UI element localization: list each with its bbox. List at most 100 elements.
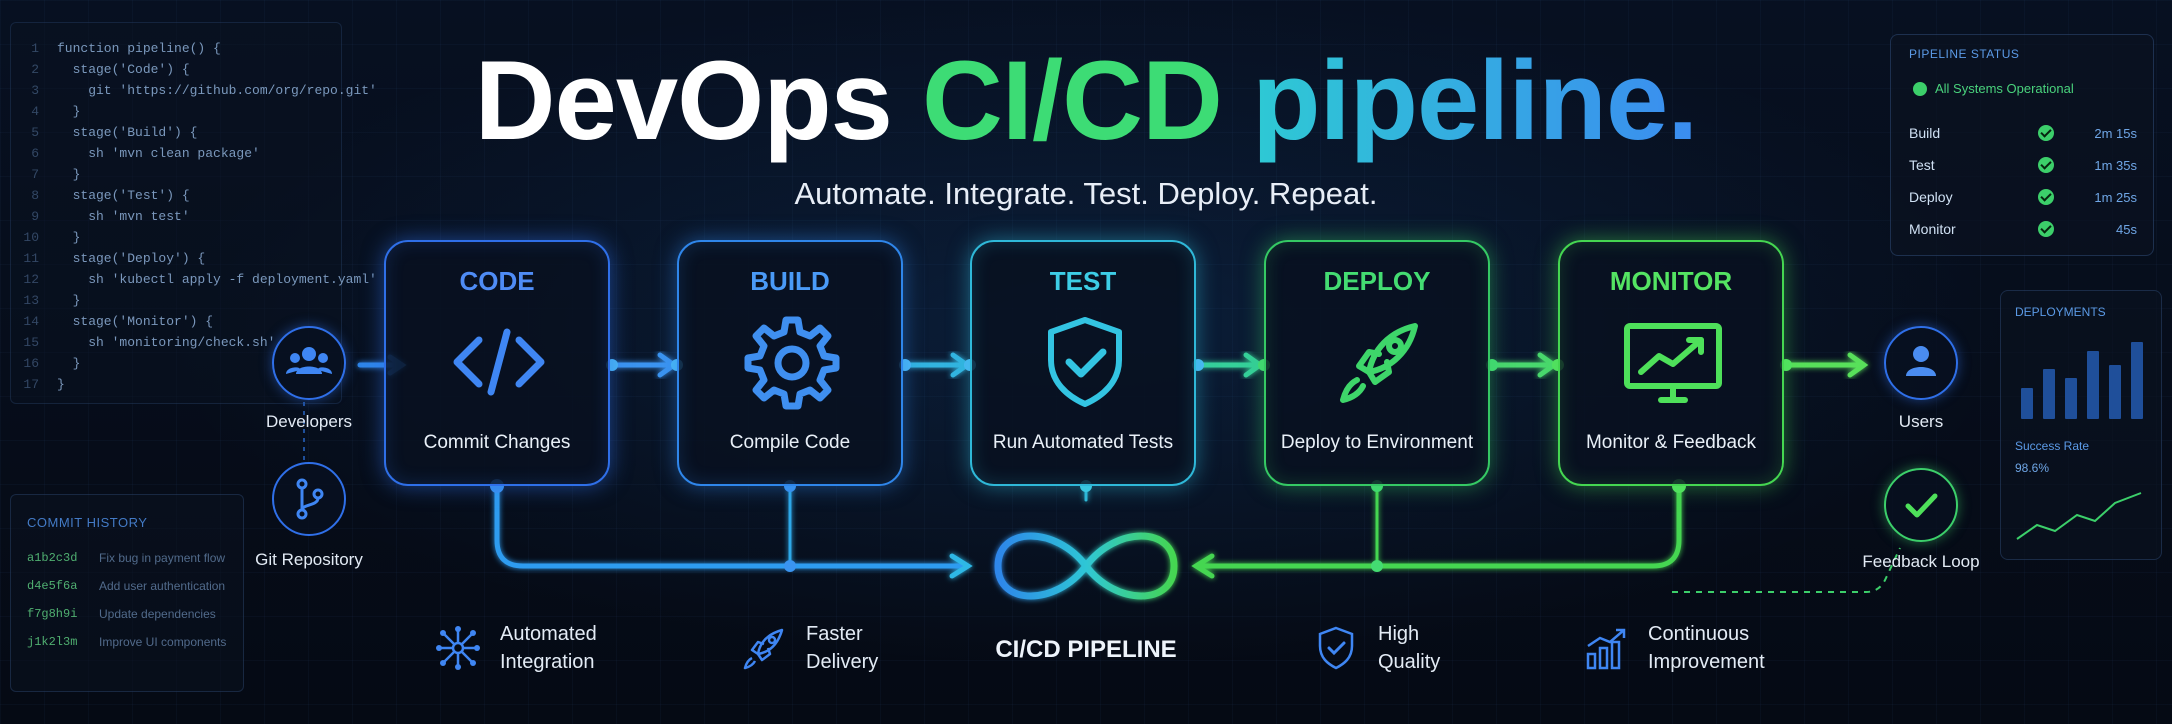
status-row: Monitor 45s [1909, 217, 2137, 241]
network-icon [436, 626, 480, 670]
feedback-loop-node[interactable] [1884, 468, 1958, 542]
title-pipeline: pipeline. [1252, 38, 1698, 163]
stage-deploy-label: DEPLOY [1323, 266, 1431, 296]
code-line: 4 } [11, 104, 80, 124]
title-cicd: CI/CD [922, 38, 1223, 163]
code-text: function pipeline() { [57, 41, 221, 56]
stage-build[interactable]: BUILD Compile Code [677, 240, 903, 486]
commit-hash: a1b2c3d [27, 551, 78, 565]
code-line: 17} [11, 377, 65, 397]
status-duration: 45s [2116, 221, 2137, 237]
commit-row: a1b2c3d Fix bug in payment flow [27, 551, 225, 571]
code-line: 3 git 'https://github.com/org/repo.git' [11, 83, 377, 103]
code-text: stage('Code') { [57, 62, 190, 77]
code-text: stage('Monitor') { [57, 314, 214, 329]
success-rate-label: Success Rate [2015, 439, 2090, 453]
code-text: sh 'kubectl apply -f deployment.yaml' [57, 272, 377, 287]
code-text: git 'https://github.com/org/repo.git' [57, 83, 377, 98]
code-text: stage('Test') { [57, 188, 190, 203]
developers-label: Developers [266, 412, 352, 431]
infinity-loop-icon [994, 532, 1178, 600]
code-text: sh 'monitoring/check.sh' [57, 335, 276, 350]
stage-monitor[interactable]: MONITOR Monitor & Feedback [1558, 240, 1784, 486]
benefit-line2: Integration [500, 651, 595, 673]
success-rate-value: 98.6% [2015, 461, 2050, 475]
line-number: 17 [23, 377, 39, 392]
pipeline-status-title: PIPELINE STATUS [1909, 47, 2020, 61]
deployment-bar [2131, 342, 2143, 419]
code-text: } [57, 356, 81, 371]
stage-deploy[interactable]: DEPLOY Deploy to Environment [1264, 240, 1490, 486]
stage-build-label: BUILD [750, 266, 830, 296]
success-rate-sparkline [2016, 492, 2142, 540]
code-text: sh 'mvn test' [57, 209, 190, 224]
status-duration: 2m 15s [2094, 125, 2137, 141]
stage-deploy-desc: Deploy to Environment [1280, 432, 1474, 453]
benefit-text: Faster Delivery [806, 620, 936, 676]
code-line: 12 sh 'kubectl apply -f deployment.yaml' [11, 272, 377, 292]
benefit-line1: Faster [806, 623, 863, 645]
users-node[interactable] [1884, 326, 1958, 400]
stage-monitor-label: MONITOR [1609, 266, 1733, 296]
code-text: } [57, 377, 65, 392]
commit-row: f7g8h9i Update dependencies [27, 607, 216, 627]
line-number: 4 [31, 104, 39, 119]
code-line: 9 sh 'mvn test' [11, 209, 190, 229]
line-number: 11 [23, 251, 39, 266]
benefit-line1: Automated [500, 623, 597, 645]
status-row: Deploy 1m 25s [1909, 185, 2137, 209]
stage-monitor-desc: Monitor & Feedback [1585, 432, 1757, 453]
benefit-text: High Quality [1378, 620, 1508, 676]
code-text: sh 'mvn clean package' [57, 146, 260, 161]
line-number: 6 [31, 146, 39, 161]
check-circle-icon [1913, 81, 1927, 96]
check-icon [1905, 493, 1938, 518]
status-row: Build 2m 15s [1909, 121, 2137, 145]
status-duration: 1m 35s [2094, 157, 2137, 173]
benefit-continuous-improvement: Continuous Improvement [1582, 620, 1778, 676]
code-line: 14 stage('Monitor') { [11, 314, 213, 334]
shield-check-icon [1318, 626, 1354, 670]
deployment-bar [2109, 365, 2121, 419]
developers-node[interactable] [272, 326, 346, 400]
benefit-line2: Quality [1378, 651, 1441, 673]
deployment-bar [2043, 369, 2055, 419]
line-number: 1 [31, 41, 39, 56]
benefit-text: Automated Integration [500, 620, 630, 676]
users-group-icon [286, 347, 332, 374]
deployment-bar [2021, 388, 2033, 419]
title-devops: DevOps [474, 38, 893, 163]
git-repository-node[interactable] [272, 462, 346, 536]
code-line: 10 } [11, 230, 80, 250]
line-number: 7 [31, 167, 39, 182]
commit-hash: f7g8h9i [27, 607, 78, 621]
benefit-text: Continuous Improvement [1648, 620, 1778, 676]
commit-row: d4e5f6a Add user authentication [27, 579, 225, 599]
monitor-chart-icon [1624, 323, 1722, 403]
code-text: } [57, 167, 81, 182]
rocket-icon [743, 628, 784, 670]
pipeline-status-panel: PIPELINE STATUS All Systems Operational … [1890, 34, 2154, 256]
commit-row: j1k2l3m Improve UI components [27, 635, 226, 655]
code-text: } [57, 293, 81, 308]
benefit-line1: High [1378, 623, 1420, 645]
check-icon [2037, 157, 2054, 173]
commit-message: Update dependencies [99, 607, 216, 621]
code-line: 16 } [11, 356, 80, 376]
commit-history-panel: COMMIT HISTORY a1b2c3d Fix bug in paymen… [10, 494, 244, 692]
check-icon [2037, 125, 2054, 141]
benefit-line1: Continuous [1648, 623, 1750, 645]
code-line: 6 sh 'mvn clean package' [11, 146, 260, 166]
commit-message: Improve UI components [99, 635, 227, 649]
line-number: 2 [31, 62, 39, 77]
stage-code-label: CODE [459, 266, 535, 296]
code-line: 11 stage('Deploy') { [11, 251, 205, 271]
stage-test[interactable]: TEST Run Automated Tests [970, 240, 1196, 486]
gear-icon [744, 316, 840, 410]
line-number: 3 [31, 83, 39, 98]
line-number: 16 [23, 356, 39, 371]
stage-code[interactable]: CODE Commit Changes [384, 240, 610, 486]
deployments-title: DEPLOYMENTS [2015, 305, 2106, 319]
deployments-panel: DEPLOYMENTS Success Rate 98.6% [2000, 290, 2162, 560]
